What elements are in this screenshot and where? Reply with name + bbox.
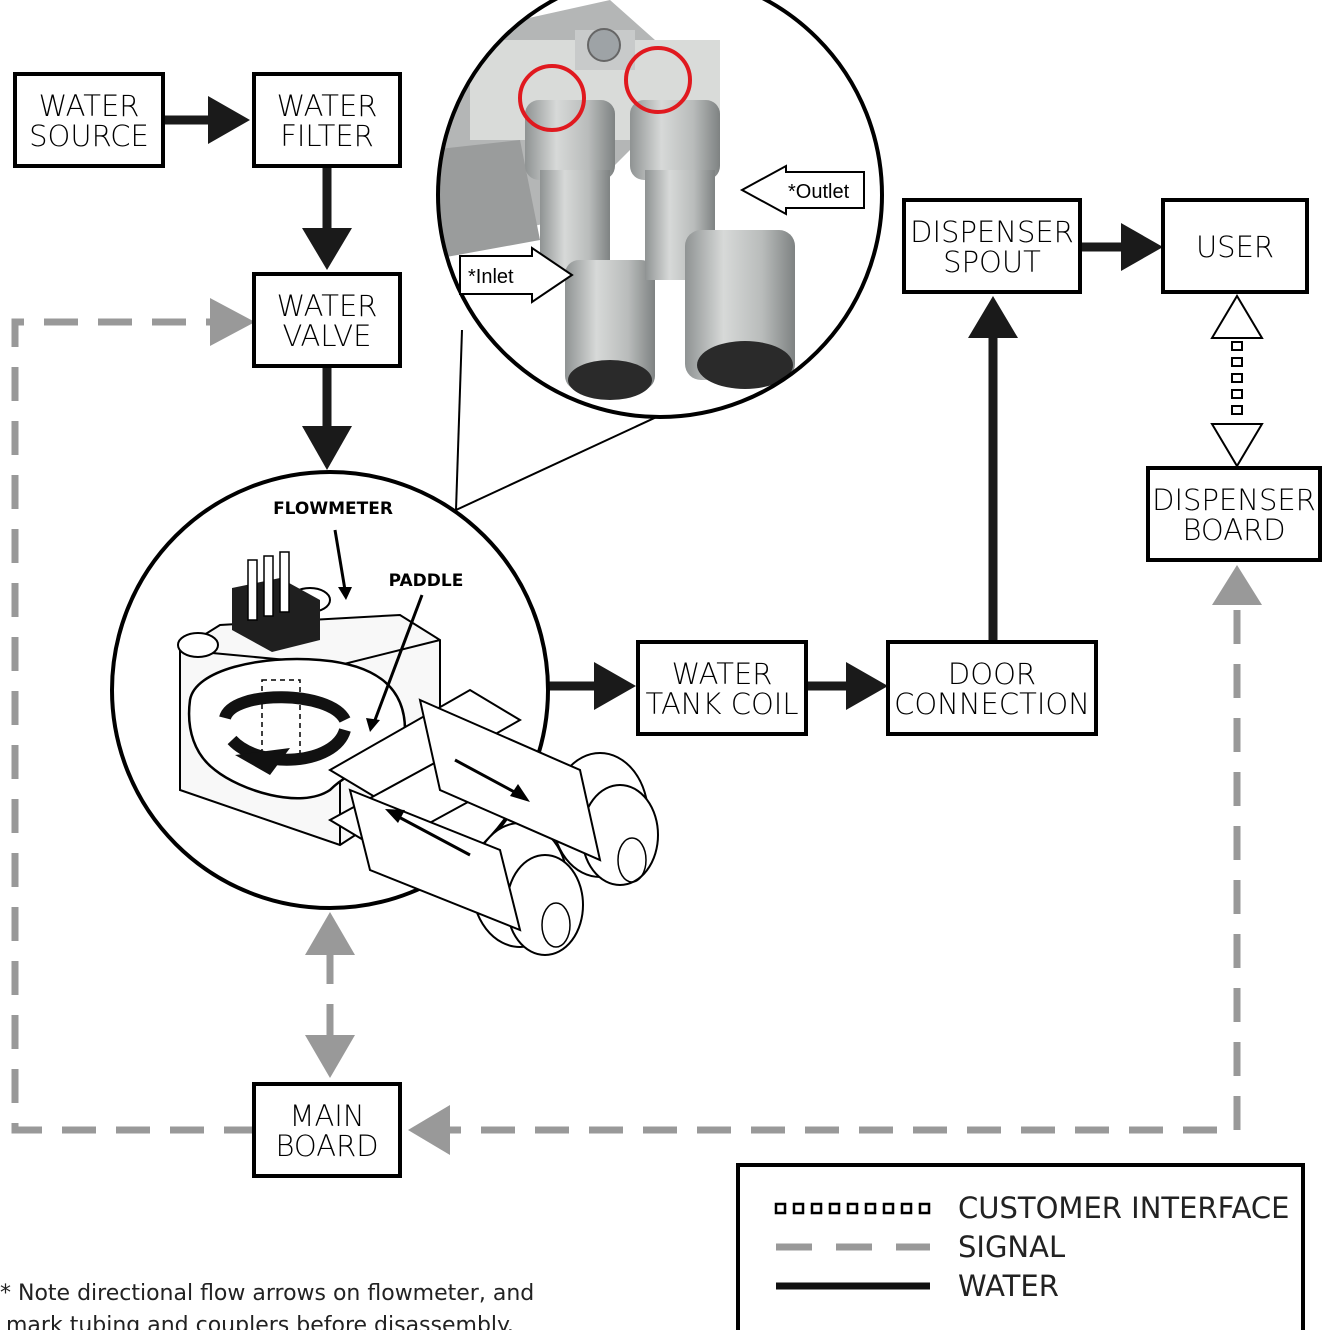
box-dispenser-spout-line1: DISPENSER <box>910 215 1074 249</box>
water-arrow-flowmeter <box>302 426 352 470</box>
note-line-1: * Note directional flow arrows on flowme… <box>0 1281 534 1306</box>
note-line-2: mark tubing and couplers before disassem… <box>6 1313 514 1330</box>
signal-lines <box>11 298 1262 1155</box>
box-dispenser-board: DISPENSER BOARD <box>1146 466 1322 562</box>
box-water-filter: WATER FILTER <box>252 72 402 168</box>
box-user-line1: USER <box>1196 230 1274 264</box>
signal-line-dispenser-to-main <box>450 610 1241 1134</box>
customer-interface-link <box>1210 294 1264 468</box>
signal-arrow-main-up <box>305 1035 355 1078</box>
flowmeter-illustration: FLOWMETER PADDLE <box>110 470 659 956</box>
box-water-filter-line1: WATER <box>277 89 378 123</box>
box-water-tank-coil: WATER TANK COIL <box>636 640 808 736</box>
water-arrow-filter <box>208 96 250 144</box>
paddle-label: PADDLE <box>389 571 464 591</box>
water-lines <box>163 96 1163 710</box>
box-water-valve-line1: WATER <box>277 289 378 323</box>
legend-customer-interface-swatch <box>774 1202 931 1215</box>
box-door-connection-line1: DOOR <box>948 657 1036 691</box>
outlet-arrow <box>739 164 865 216</box>
box-water-source-line2: SOURCE <box>29 119 149 153</box>
outlet-label: *Outlet <box>788 181 850 203</box>
coupler-photo: *Inlet *Outlet <box>436 0 884 511</box>
flowmeter-label: FLOWMETER <box>273 499 393 519</box>
signal-line-main-to-valve <box>11 318 258 1134</box>
box-water-tank-coil-line2: TANK COIL <box>645 687 798 721</box>
signal-arrow-valve <box>210 298 255 346</box>
inlet-arrow <box>459 246 574 304</box>
signal-arrow-flowmeter <box>305 912 355 955</box>
legend: CUSTOMER INTERFACE SIGNAL WATER <box>736 1163 1305 1330</box>
legend-customer-interface-label: CUSTOMER INTERFACE <box>958 1191 1290 1225</box>
box-dispenser-board-line1: DISPENSER <box>1152 483 1316 517</box>
legend-water-label: WATER <box>958 1269 1059 1303</box>
box-water-source-line1: WATER <box>39 89 140 123</box>
water-arrow-spout <box>968 296 1018 338</box>
water-arrow-tank <box>594 662 636 710</box>
box-water-filter-line2: FILTER <box>280 119 374 153</box>
signal-arrow-main <box>408 1105 450 1155</box>
water-arrow-valve <box>302 228 352 270</box>
box-door-connection-line2: CONNECTION <box>894 687 1090 721</box>
box-dispenser-spout: DISPENSER SPOUT <box>902 198 1082 294</box>
box-dispenser-spout-line2: SPOUT <box>943 245 1041 279</box>
box-water-tank-coil-line1: WATER <box>672 657 773 691</box>
inlet-label: *Inlet <box>468 266 514 288</box>
box-user: USER <box>1161 198 1309 294</box>
water-arrow-user <box>1121 223 1163 271</box>
box-water-source: WATER SOURCE <box>13 72 165 168</box>
box-water-valve-line2: VALVE <box>283 319 372 353</box>
box-door-connection: DOOR CONNECTION <box>886 640 1098 736</box>
water-arrow-door <box>846 662 888 710</box>
legend-signal-label: SIGNAL <box>958 1230 1065 1264</box>
box-main-board: MAIN BOARD <box>252 1082 402 1178</box>
box-main-board-line2: BOARD <box>275 1129 378 1163</box>
ci-arrow-board <box>1210 423 1264 468</box>
box-dispenser-board-line2: BOARD <box>1182 513 1285 547</box>
box-main-board-line1: MAIN <box>289 1099 364 1133</box>
box-water-valve: WATER VALVE <box>252 272 402 368</box>
signal-arrow-dispenser-board <box>1212 565 1262 605</box>
ci-arrow-user <box>1210 294 1264 339</box>
